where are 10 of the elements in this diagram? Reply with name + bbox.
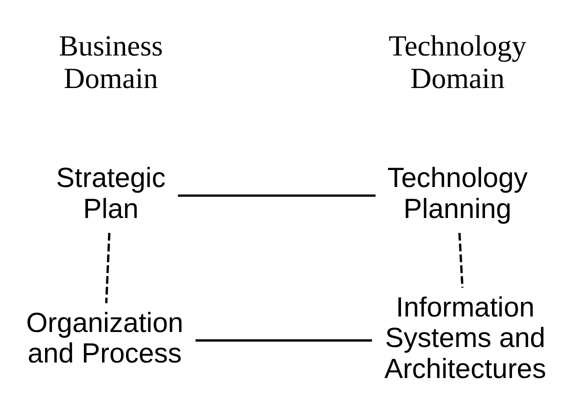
node-text: Information Systems and Architectures xyxy=(384,291,546,384)
connector xyxy=(458,232,464,288)
label: Technology Domain xyxy=(388,30,526,96)
node-text: Technology Planning xyxy=(387,162,528,224)
node-text: Strategic Plan xyxy=(56,162,166,224)
node-text: Organization and Process xyxy=(26,306,184,369)
connector xyxy=(196,339,372,342)
label: Business Domain xyxy=(58,30,163,96)
connector xyxy=(105,232,110,304)
connector xyxy=(178,194,376,197)
